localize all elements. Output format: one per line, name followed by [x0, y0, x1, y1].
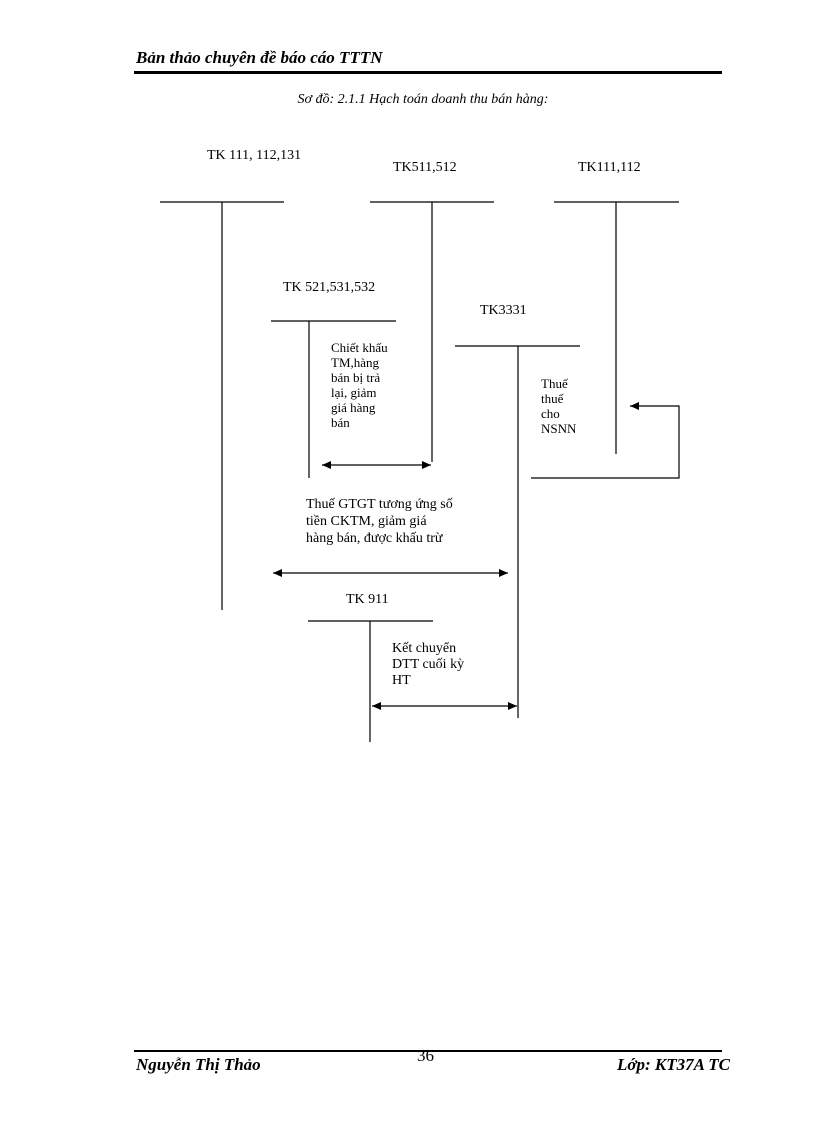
arrow-thue-nsnn	[531, 402, 680, 479]
diagram-caption: Sơ đồ: 2.1.1 Hạch toán doanh thu bán hàn…	[297, 92, 549, 107]
note-ket-chuyen: Kết chuyển DTT cuối kỳ HT	[392, 641, 465, 688]
footer-class: Lớp: KT37A TC	[616, 1055, 730, 1074]
label-tk511-512: TK511,512	[393, 160, 457, 175]
t-account-tk521-531-532	[271, 320, 396, 478]
note-thue-gtgt: Thuế GTGT tương ứng số tiền CKTM, giảm g…	[306, 497, 453, 546]
t-account-tk3331	[455, 345, 580, 718]
header-title: Bản thảo chuyên đề báo cáo TTTN	[136, 48, 383, 67]
t-account-tk511-512	[370, 201, 494, 462]
note-thue-nsnn: Thuế thuế cho NSNN	[541, 376, 577, 436]
label-tk911: TK 911	[346, 592, 389, 607]
label-tk111-112: TK111,112	[578, 160, 641, 175]
label-tk111-112-131: TK 111, 112,131	[207, 148, 302, 163]
footer-author: Nguyễn Thị Thảo	[136, 1055, 261, 1074]
label-tk521-531-532: TK 521,531,532	[283, 280, 376, 295]
header-rule	[134, 71, 722, 74]
page-number: 36	[417, 1046, 434, 1065]
t-account-tk111-112-131	[160, 201, 284, 610]
t-account-tk111-112	[554, 201, 679, 454]
label-tk3331: TK3331	[480, 303, 527, 318]
footer-rule	[134, 1050, 722, 1052]
t-account-tk911	[308, 620, 433, 742]
note-chiet-khau: Chiết khấu TM,hàng bán bị trả lại, giảm …	[331, 340, 388, 430]
